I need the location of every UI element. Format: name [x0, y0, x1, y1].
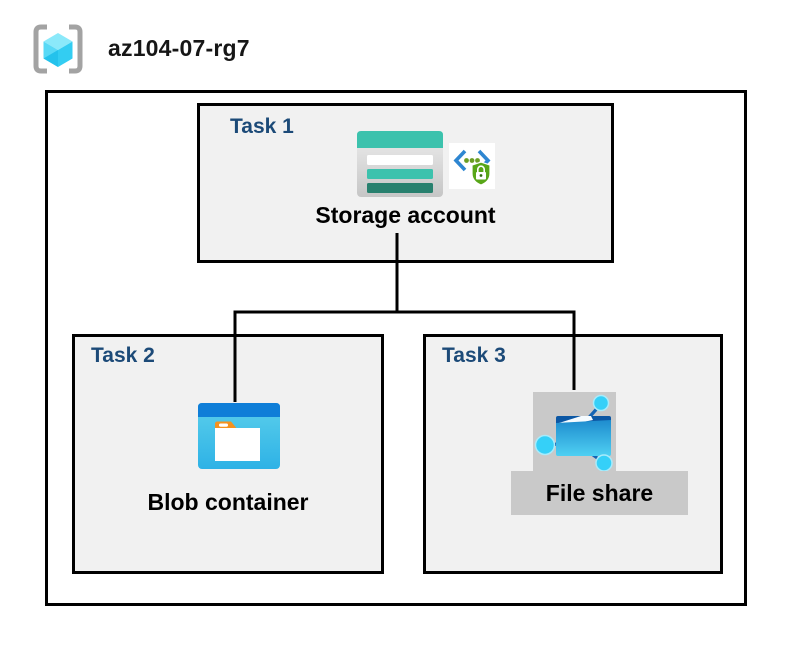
task1-label: Task 1: [230, 115, 294, 138]
task1-box: Task 1 Storage account: [197, 103, 614, 263]
task2-box: Task 2 Blob container: [72, 334, 384, 574]
storage-account-icon: [357, 131, 443, 197]
resource-group-icon: [33, 24, 83, 74]
resource-group-label: az104-07-rg7: [108, 35, 250, 61]
task3-box: Task 3 File share: [423, 334, 723, 574]
file-share-highlight: [533, 392, 616, 473]
resource-group-header: az104-07-rg7: [0, 0, 788, 88]
file-share-icon: [534, 394, 613, 472]
task2-label: Task 2: [91, 344, 155, 367]
storage-account-label: Storage account: [315, 202, 496, 228]
blob-container-label: Blob container: [147, 489, 309, 515]
file-share-label-highlight: File share: [511, 471, 688, 515]
file-share-label: File share: [545, 479, 654, 506]
blob-container-icon: [198, 403, 280, 469]
task3-label: Task 3: [442, 344, 506, 367]
code-lock-icon: [449, 143, 495, 189]
